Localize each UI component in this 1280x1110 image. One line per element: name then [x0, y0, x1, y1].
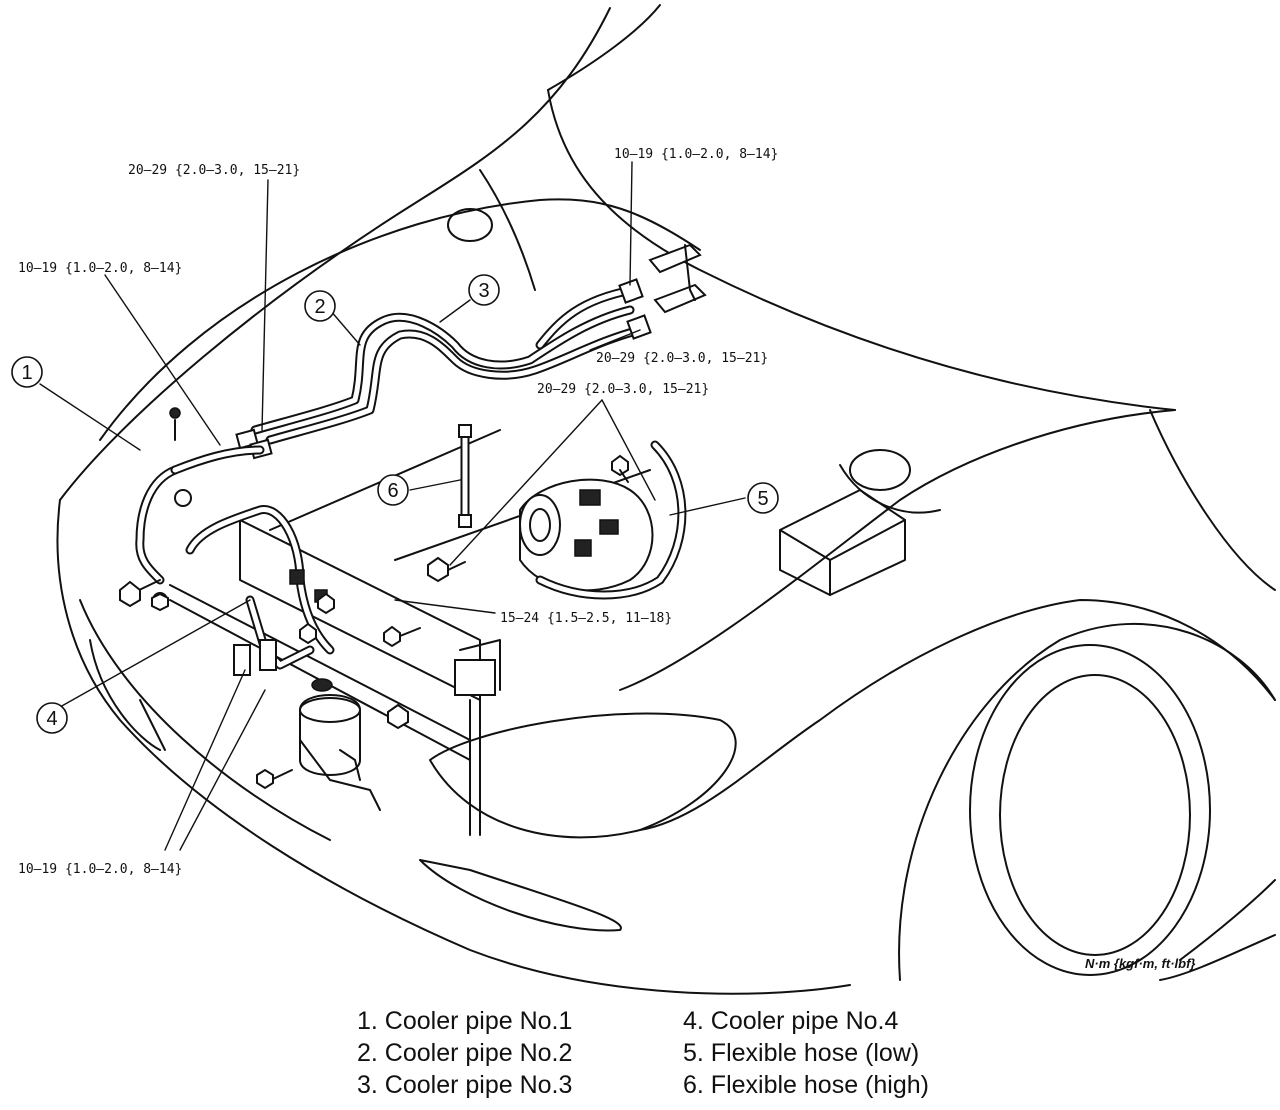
car-body-outline: [56, 4, 1276, 995]
callout-5: 5: [747, 482, 779, 514]
cooler-pipe-1: [135, 445, 265, 608]
callout-2: 2: [304, 290, 336, 322]
legend-item-6: 6. Flexible hose (high): [683, 1071, 929, 1099]
legend-item-3: 3. Cooler pipe No.3: [357, 1071, 573, 1099]
svg-text:5: 5: [757, 488, 768, 510]
ac-compressor: [519, 478, 654, 592]
flexible-hose-low: [535, 440, 687, 600]
fasteners: [119, 407, 629, 790]
cooler-pipe-4: [185, 505, 335, 676]
legend-item-1: 1. Cooler pipe No.1: [357, 1007, 573, 1035]
torque-label-6: 15—24 {1.5—2.5, 11—18}: [500, 611, 672, 626]
torque-labels: 20—29 {2.0—3.0, 15—21} 10—19 {1.0—2.0, 8…: [18, 147, 778, 877]
unit-label: N·m {kgf·m, ft·lbf}: [1085, 956, 1196, 971]
callout-6: 6: [377, 474, 409, 506]
callout-3: 3: [468, 274, 500, 306]
svg-text:3: 3: [478, 280, 489, 302]
torque-label-4: 20—29 {2.0—3.0, 15—21}: [596, 351, 768, 366]
callout-4: 4: [36, 702, 68, 734]
torque-label-1: 20—29 {2.0—3.0, 15—21}: [128, 163, 300, 178]
legend-item-2: 2. Cooler pipe No.2: [357, 1039, 573, 1067]
callouts: 1 2 3 4 5 6: [11, 274, 779, 734]
callout-1: 1: [11, 356, 43, 388]
flexible-hose-high: [458, 424, 472, 528]
legend-item-5: 5. Flexible hose (low): [683, 1039, 920, 1067]
torque-label-3: 10—19 {1.0—2.0, 8—14}: [614, 147, 778, 162]
svg-text:2: 2: [314, 296, 325, 318]
legend-item-4: 4. Cooler pipe No.4: [683, 1007, 899, 1035]
torque-label-7: 10—19 {1.0—2.0, 8—14}: [18, 862, 182, 877]
torque-label-5: 20—29 {2.0—3.0, 15—21}: [537, 382, 709, 397]
receiver-drier: [299, 678, 381, 811]
svg-text:4: 4: [46, 708, 57, 730]
svg-text:1: 1: [21, 362, 32, 384]
cooler-pipe-2-3: [235, 243, 707, 460]
torque-label-2: 10—19 {1.0—2.0, 8—14}: [18, 261, 182, 276]
svg-text:6: 6: [387, 480, 398, 502]
leader-lines: [39, 161, 746, 851]
